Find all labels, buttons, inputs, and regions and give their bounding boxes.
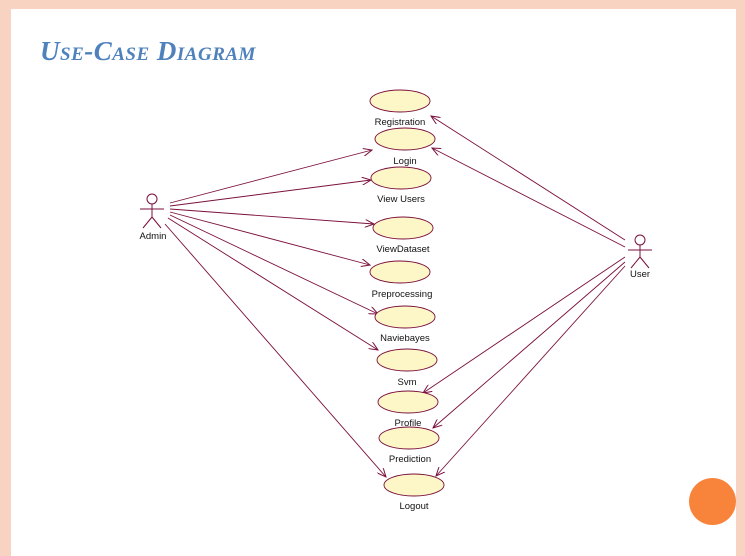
actor-admin: [140, 193, 164, 229]
assoc-admin-view-dataset: [169, 208, 374, 224]
assoc-admin-preprocessing: [169, 211, 370, 265]
use-case-registration-label: Registration: [375, 117, 426, 128]
assoc-user-logout: [436, 265, 626, 476]
use-case-logout: [383, 473, 445, 497]
assoc-user-registration: [431, 116, 626, 241]
assoc-user-profile: [423, 256, 626, 393]
use-case-svm: [376, 348, 438, 372]
assoc-admin-view-users: [169, 180, 371, 207]
assoc-user-login: [432, 148, 626, 248]
associations: [164, 116, 626, 477]
use-case-logout-label: Logout: [399, 501, 428, 512]
use-case-view-users: [370, 166, 432, 190]
use-case-profile: [377, 390, 439, 414]
decorative-orange-circle: [689, 478, 736, 525]
use-case-preprocessing-label: Preprocessing: [372, 289, 433, 300]
use-case-login-label: Login: [393, 156, 416, 167]
assoc-user-prediction: [433, 261, 626, 428]
use-case-prediction-label: Prediction: [389, 454, 431, 465]
use-case-login: [374, 127, 436, 151]
use-case-view-dataset-label: ViewDataset: [376, 244, 430, 255]
use-case-prediction: [378, 426, 440, 450]
assoc-admin-svm: [167, 217, 378, 350]
assoc-admin-logout: [164, 223, 386, 477]
actor-user: [628, 234, 652, 269]
use-case-view-dataset: [372, 216, 434, 240]
use-case-svm-label: Svm: [398, 377, 417, 388]
use-case-view-users-label: View Users: [377, 194, 425, 205]
assoc-admin-login: [169, 150, 372, 204]
slide-title: Use-Case Diagram: [40, 36, 256, 66]
use-case-registration: [369, 89, 431, 113]
assoc-admin-naivebayes: [169, 214, 378, 314]
actor-user-label: User: [630, 269, 650, 280]
actor-admin-label: Admin: [140, 231, 167, 242]
use-case-naivebayes-label: Naviebayes: [380, 333, 430, 344]
use-case-profile-label: Profile: [395, 418, 422, 429]
use-case-naivebayes: [374, 305, 436, 329]
use-case-preprocessing: [369, 260, 431, 284]
